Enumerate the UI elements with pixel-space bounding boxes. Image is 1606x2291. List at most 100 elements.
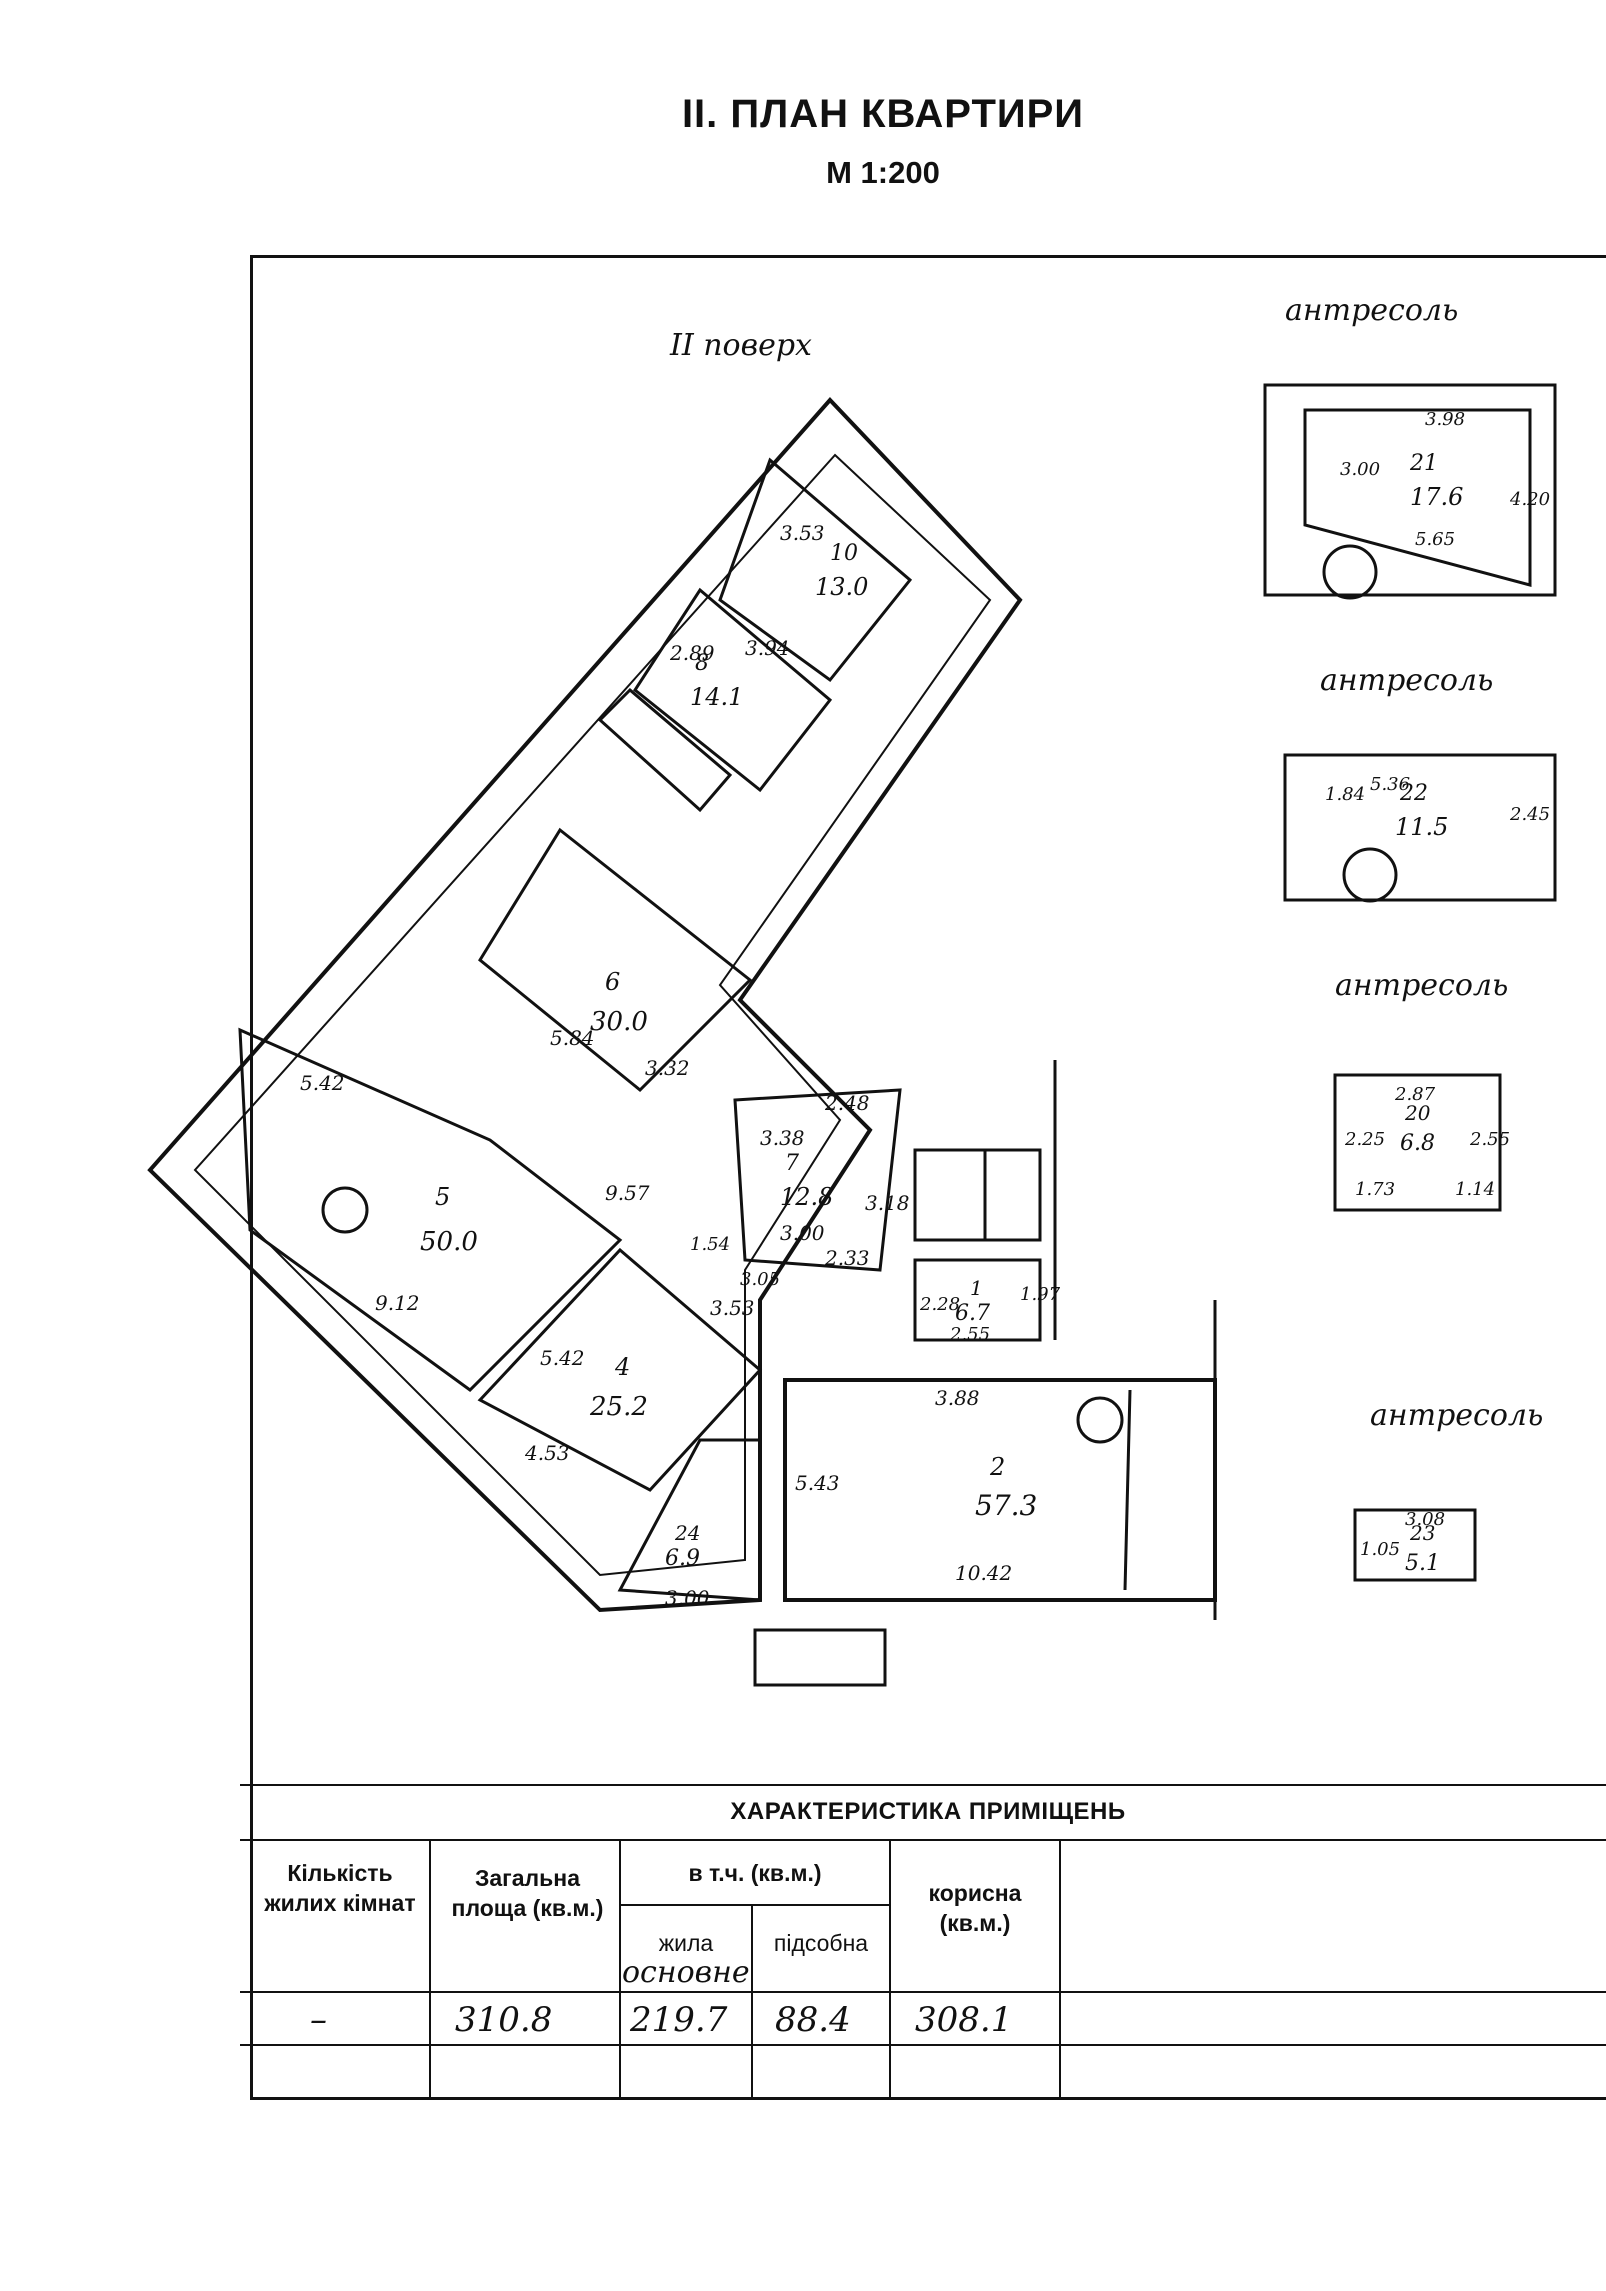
dimension: 1.84 (1325, 784, 1365, 805)
mezz-23-num: 23 (1409, 1521, 1435, 1545)
mezz-22-num: 22 (1399, 781, 1428, 806)
room-7-num: 7 (785, 1151, 799, 1176)
room-2-partition (1123, 1389, 1132, 1591)
dimension: 5.36 (1370, 774, 1410, 795)
room-10-outline (718, 457, 913, 683)
room-5-area: 50.0 (420, 1227, 478, 1257)
room-5-outline (238, 1027, 623, 1392)
room-6-outline (478, 827, 753, 1093)
dimension: 5.42 (540, 1346, 585, 1370)
mezzanine-label-3: антресоль (1335, 968, 1508, 1003)
dimension: 2.89 (669, 641, 715, 665)
room-4-outline (477, 1247, 763, 1492)
dimension: 5.42 (300, 1071, 345, 1095)
dimension: 2.28 (919, 1294, 960, 1315)
mezzanine-21-stair (1322, 544, 1378, 600)
dimension: 5.84 (550, 1026, 595, 1050)
header-living: жила (658, 1930, 714, 1956)
mezzanine-23-outline (1353, 1508, 1477, 1582)
dimension: 3.00 (780, 1221, 825, 1245)
room-4-num: 4 (614, 1353, 630, 1381)
dimension: 1.73 (1355, 1179, 1395, 1200)
dimension: 3.53 (780, 521, 825, 545)
dimension: 2.25 (1344, 1129, 1385, 1150)
dimension: 9.12 (375, 1291, 420, 1315)
dimension: 3.32 (645, 1056, 690, 1080)
room-8-num: 8 (695, 651, 709, 676)
mezzanine-label-2: антресоль (1320, 663, 1493, 698)
mezz-20-area: 6.8 (1400, 1131, 1435, 1156)
dimension: 1.05 (1360, 1539, 1400, 1560)
room-2-num: 2 (989, 1453, 1005, 1481)
header-total-area: Загальна площа (кв.м.) (451, 1865, 604, 1921)
dimension: 2.55 (949, 1324, 990, 1345)
mezzanine-21-inner (1303, 408, 1532, 587)
dimension: 3.18 (865, 1191, 910, 1215)
room-6-area: 30.0 (590, 1007, 648, 1037)
dimension: 4.20 (1509, 489, 1550, 510)
room-7-area: 12.8 (780, 1183, 833, 1211)
room-8-area: 14.1 (690, 683, 743, 711)
room-7-outline (733, 1088, 902, 1272)
room-6-num: 6 (605, 968, 620, 996)
inner-wall-diagonal-wing (193, 453, 992, 1577)
dimension: 2.87 (1394, 1084, 1436, 1105)
floor-label: II поверх (669, 328, 812, 363)
mezzanine-label-4: антресоль (1370, 1398, 1543, 1433)
mezzanine-22-outline (1283, 753, 1557, 902)
room-10-num: 10 (830, 541, 858, 566)
dimension: 3.00 (1340, 459, 1380, 480)
dimension: 3.08 (1405, 1509, 1445, 1530)
mezz-20-num: 20 (1404, 1101, 1431, 1125)
value-living-area: 219.7 (630, 2000, 728, 2040)
dimension: 1.54 (690, 1234, 730, 1255)
room-24-area: 6.9 (665, 1546, 700, 1571)
room-24-num: 24 (674, 1521, 700, 1545)
mezzanine-20-outline (1333, 1073, 1502, 1212)
mezz-21-num: 21 (1409, 451, 1438, 476)
room-8-outline (633, 587, 833, 793)
value-useful-area: 308.1 (915, 2000, 1013, 2040)
mezz-23-area: 5.1 (1405, 1551, 1440, 1576)
balcony (753, 1628, 887, 1687)
dimension: 5.43 (795, 1471, 840, 1495)
plan-scale: М 1:200 (826, 155, 940, 190)
outer-wall-diagonal-wing (147, 397, 1023, 1613)
dimension: 5.65 (1415, 529, 1455, 550)
stair-spiral-2 (1076, 1396, 1124, 1444)
drawing-frame (250, 255, 1606, 2100)
value-room-count: – (310, 2000, 327, 2040)
dimension: 10.42 (955, 1561, 1012, 1585)
header-room-count: Кількість жилих кімнат (264, 1860, 416, 1916)
room-18-outline (983, 1148, 1042, 1242)
mezz-21-area: 17.6 (1410, 483, 1463, 511)
header-auxiliary: підсобна (773, 1930, 869, 1956)
room-4-area: 25.2 (589, 1392, 648, 1422)
room-1-area: 6.7 (955, 1301, 990, 1326)
stair-spiral-1 (321, 1186, 369, 1234)
room-5-num: 5 (435, 1183, 450, 1211)
dimension: 3.88 (935, 1386, 980, 1410)
header-including: в т.ч. (кв.м.) (688, 1860, 822, 1886)
dimension: 2.33 (824, 1246, 870, 1270)
dimension: 3.98 (1425, 409, 1465, 430)
room-1-outline (913, 1258, 1042, 1342)
dimension: 3.53 (710, 1296, 755, 1320)
dimension: 2.45 (1509, 804, 1550, 825)
room-2-area: 57.3 (975, 1489, 1037, 1522)
value-auxiliary-area: 88.4 (775, 2000, 851, 2040)
dimension: 1.14 (1455, 1179, 1495, 1200)
room-1-num: 1 (970, 1276, 983, 1300)
dimension: 2.55 (1469, 1129, 1510, 1150)
value-total-area: 310.8 (455, 2000, 553, 2040)
dimension: 3.38 (760, 1126, 805, 1150)
room-17-outline (913, 1148, 987, 1242)
dimension: 3.00 (665, 1586, 710, 1610)
table-title: ХАРАКТЕРИСТИКА ПРИМІЩЕНЬ (730, 1798, 1126, 1825)
mezz-22-area: 11.5 (1395, 813, 1448, 841)
header-useful: корисна (кв.м.) (928, 1880, 1022, 1936)
room-10-area: 13.0 (815, 573, 868, 601)
dimension: 1.97 (1020, 1284, 1061, 1305)
room-11-outline (597, 687, 733, 813)
